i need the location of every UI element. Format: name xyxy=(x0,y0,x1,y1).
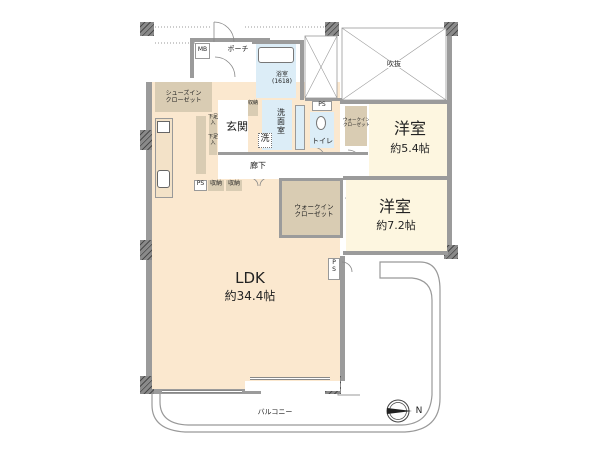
western2-name: 洋室 xyxy=(378,197,411,216)
pillar xyxy=(444,22,458,36)
corridor-wall xyxy=(218,152,368,155)
storage-small-label: 収納 xyxy=(248,100,259,106)
void-label: 吹抜 xyxy=(380,60,408,69)
room-wic-small xyxy=(345,106,367,146)
bath-label: 浴室 (1618) xyxy=(272,71,292,85)
window xyxy=(162,390,242,393)
wic-small-label: ウォークイン クローゼット xyxy=(343,118,370,129)
storage-small xyxy=(248,100,258,116)
western2-bottom-wall xyxy=(343,251,448,255)
room-entrance xyxy=(218,100,248,155)
pillar xyxy=(444,245,458,259)
western2-wall xyxy=(343,176,448,180)
mb-porch-wall xyxy=(190,38,270,42)
room-corridor xyxy=(218,155,368,179)
sink-icon xyxy=(157,170,170,188)
western1-name: 洋室 xyxy=(393,119,426,138)
storage-1-label: 収納 xyxy=(209,180,222,187)
toilet-fixture xyxy=(316,116,326,130)
ldk-name: LDK xyxy=(235,269,265,287)
compass-north-label: N xyxy=(415,406,423,416)
shoe-closet-label: シューズイン クローゼット xyxy=(165,90,202,104)
ps-corridor xyxy=(194,180,207,191)
washer-label: 洗 xyxy=(260,134,270,144)
kitchen-upper-cabinet xyxy=(196,116,206,174)
ps-corridor-label: PS xyxy=(196,180,205,187)
vanity xyxy=(295,105,305,150)
washroom-label: 洗面室 xyxy=(277,108,285,136)
ps-top xyxy=(312,101,332,111)
mb-porch-wall xyxy=(190,38,194,78)
balcony-label: バルコニー xyxy=(257,408,293,416)
wic-large-label: ウォークイン クローゼット xyxy=(294,203,334,219)
bathtub xyxy=(258,47,294,63)
outer-wall-right xyxy=(447,28,452,258)
ldk-notch xyxy=(245,381,340,391)
western2-area: 約7.2帖 xyxy=(376,219,416,232)
toilet-label: トイレ xyxy=(312,137,333,145)
ps-right xyxy=(328,258,340,280)
stove-icon xyxy=(157,121,170,133)
storage-2 xyxy=(226,180,242,191)
pillar xyxy=(140,240,152,260)
room-western-2 xyxy=(346,180,447,251)
toilet-wall xyxy=(305,98,345,101)
storage-2-label: 収納 xyxy=(227,180,240,187)
bath-wall xyxy=(252,40,300,44)
void-bottom-wall xyxy=(340,100,450,104)
mb-label: MB xyxy=(197,46,208,53)
room-wic-large xyxy=(282,181,340,235)
shoe-rack-label: 下足入 xyxy=(207,114,218,126)
western1-area: 約5.4帖 xyxy=(390,142,430,155)
wall-ldk-right xyxy=(340,256,345,381)
washer-space xyxy=(258,133,272,148)
storage-1 xyxy=(208,180,224,191)
void-wall xyxy=(300,40,304,100)
shoe-rack xyxy=(209,115,217,155)
pillar xyxy=(140,376,154,394)
pillar xyxy=(140,130,152,150)
ps-right-label: P S xyxy=(332,259,336,273)
corridor-label: 廊下 xyxy=(250,161,266,170)
mb-box xyxy=(195,43,210,59)
ldk-area: 約34.4帖 xyxy=(224,289,276,303)
entrance-label: 玄関 xyxy=(226,120,248,133)
porch-label: ポーチ xyxy=(227,45,249,53)
pillar xyxy=(325,22,339,36)
ps-top-label: PS xyxy=(318,101,326,108)
pillar xyxy=(140,22,154,36)
window xyxy=(250,377,330,380)
shoe-rack-label: 下足入 xyxy=(207,134,218,146)
room-shoe-closet xyxy=(155,82,212,112)
room-western-1 xyxy=(369,104,447,176)
outer-wall-left xyxy=(146,82,152,392)
